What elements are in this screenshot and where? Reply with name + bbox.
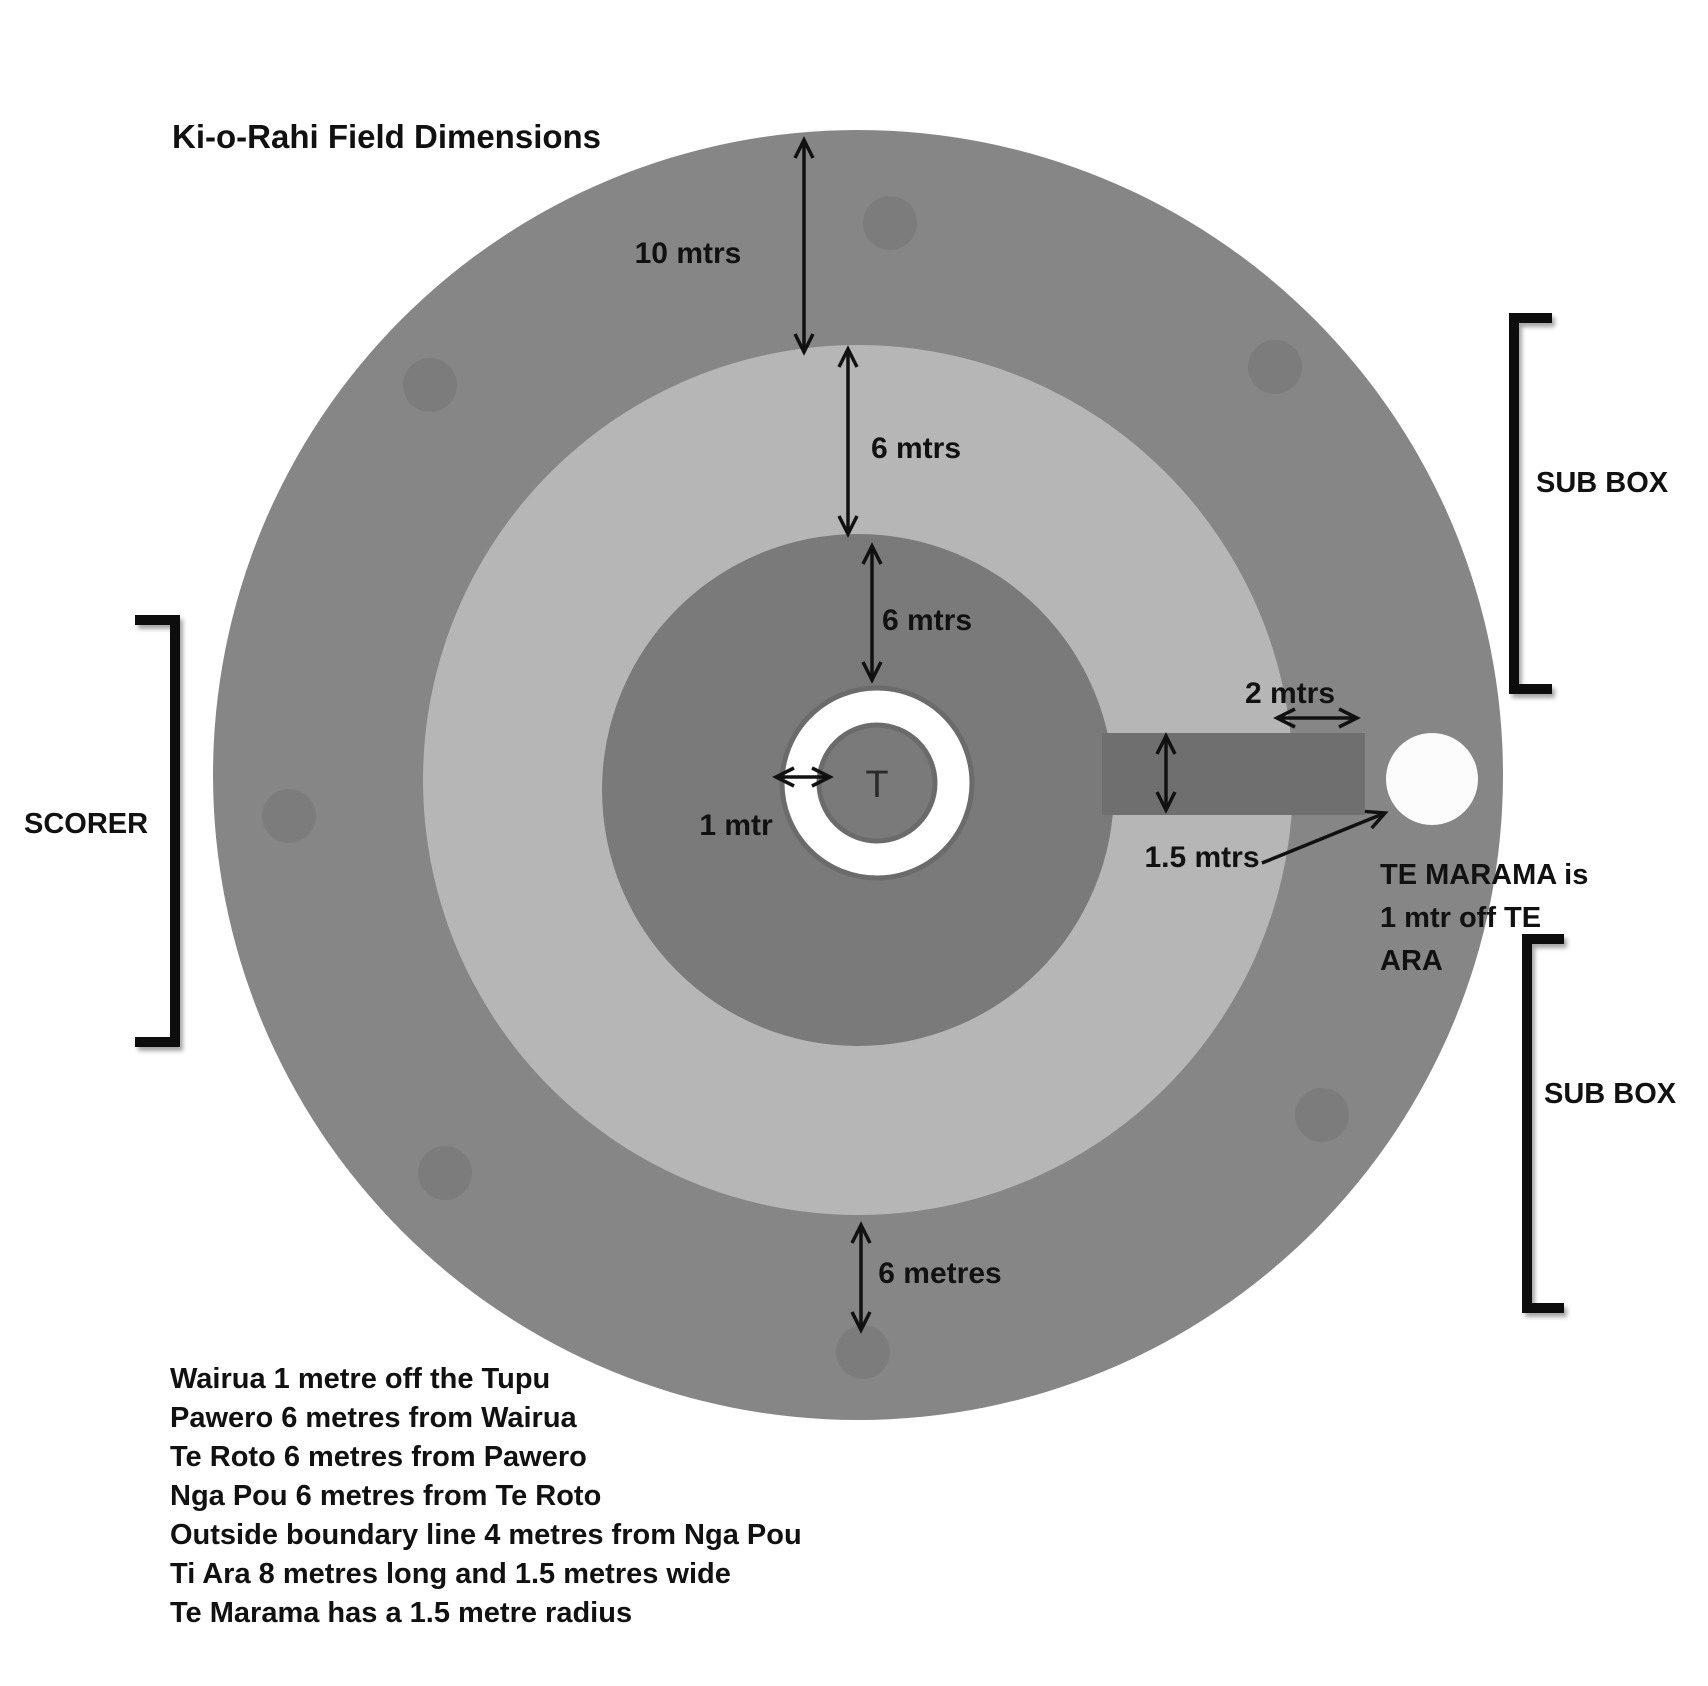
label-1-5-mtrs: 1.5 mtrs [1144,841,1259,874]
note-line: Pawero 6 metres from Wairua [170,1402,578,1434]
tupu-label: T [865,764,888,806]
label-6-mtrs-inner: 6 mtrs [882,604,972,637]
sub-box-bottom-bracket [1522,934,1564,1313]
note-line: Nga Pou 6 metres from Te Roto [170,1480,601,1512]
pou-marker [1295,1088,1349,1142]
scorer-label: SCORER [24,808,148,840]
scorer-bracket [135,615,180,1047]
label-10-mtrs: 10 mtrs [635,237,742,270]
note-line: Wairua 1 metre off the Tupu [170,1363,550,1395]
dimension-notes: Wairua 1 metre off the Tupu Pawero 6 met… [170,1363,802,1629]
sub-box-bottom-label: SUB BOX [1544,1078,1677,1110]
ti-ara-channel [1102,733,1365,815]
label-6-metres-bottom: 6 metres [878,1257,1001,1290]
label-6-mtrs-middle: 6 mtrs [871,432,961,465]
sub-box-top-bracket [1509,313,1552,694]
note-line: Te Marama has a 1.5 metre radius [170,1597,632,1629]
arrow-te-ara-pointer [1261,809,1389,865]
te-marama-note-line: TE MARAMA is [1380,859,1588,891]
pou-marker [863,196,917,250]
note-line: Outside boundary line 4 metres from Nga … [170,1519,802,1551]
note-line: Ti Ara 8 metres long and 1.5 metres wide [170,1558,731,1590]
label-2-mtrs: 2 mtrs [1245,677,1335,710]
pou-marker [403,358,457,412]
te-marama-note: TE MARAMA is 1 mtr off TE ARA [1380,859,1588,977]
pou-marker [1248,340,1302,394]
label-1-mtr: 1 mtr [699,809,773,842]
pou-marker [262,789,316,843]
te-marama-circle [1386,733,1478,825]
sub-box-top-label: SUB BOX [1536,467,1669,499]
pou-marker [836,1325,890,1379]
te-marama-note-line: ARA [1380,945,1443,977]
note-line: Te Roto 6 metres from Pawero [170,1441,587,1473]
pou-markers [262,196,1349,1379]
page-title: Ki-o-Rahi Field Dimensions [172,118,601,155]
pou-marker [418,1146,472,1200]
te-marama-note-line: 1 mtr off TE [1380,902,1541,934]
